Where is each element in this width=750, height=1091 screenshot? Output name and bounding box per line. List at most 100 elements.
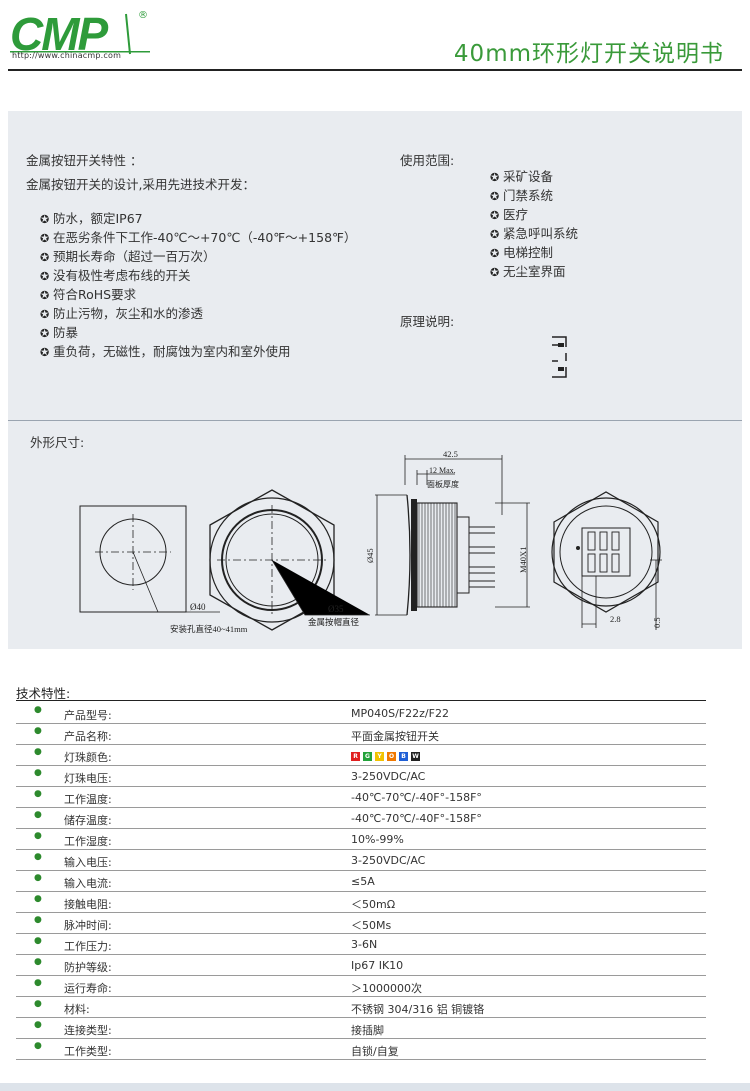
bullet-dot-icon: ●: [34, 768, 42, 778]
spec-value: -40℃-70℃/-40F°-158F°: [351, 791, 482, 804]
bullet-dot-icon: ●: [34, 810, 42, 820]
star-bullet-icon: ✪: [40, 251, 50, 264]
star-bullet-icon: ✪: [40, 308, 50, 321]
spec-value: ＜50mΩ: [351, 898, 396, 911]
bullet-dot-icon: ●: [34, 789, 42, 799]
star-bullet-icon: ✪: [40, 232, 50, 245]
star-bullet-icon: ✪: [490, 247, 500, 260]
list-item: ✪防止污物，灰尘和水的渗透: [40, 304, 356, 323]
spec-label: 产品名称:: [64, 730, 112, 743]
bullet-dot-icon: ●: [34, 705, 42, 715]
dim-w05: 0.5: [652, 617, 662, 628]
dim-panel-thick-label: 面板厚度: [427, 479, 459, 489]
star-bullet-icon: ✪: [490, 190, 500, 203]
spec-value: 3-6N: [351, 938, 378, 951]
list-item: ✪符合RoHS要求: [40, 285, 356, 304]
list-item: ✪预期长寿命（超过一百万次）: [40, 247, 356, 266]
usage-heading: 使用范围:: [400, 153, 455, 168]
spec-label: 工作湿度:: [64, 835, 112, 848]
table-row: ● 产品型号: MP040S/F22z/F22: [16, 703, 706, 724]
spec-label: 工作压力:: [64, 940, 112, 953]
spec-label: 运行寿命:: [64, 982, 112, 995]
spec-value: ≤5A: [351, 875, 375, 888]
star-bullet-icon: ✪: [490, 266, 500, 279]
bullet-dot-icon: ●: [34, 1041, 42, 1051]
front-view-drawing: Ø35 金属按帽直径: [209, 489, 370, 631]
bullet-dot-icon: ●: [34, 873, 42, 883]
table-row: ● 产品名称: 平面金属按钮开关: [16, 724, 706, 745]
spec-value: 平面金属按钮开关: [351, 730, 439, 743]
star-bullet-icon: ✪: [490, 171, 500, 184]
specs-top-rule: [16, 700, 706, 701]
list-item: ✪防水，额定IP67: [40, 209, 356, 228]
header-divider: [8, 69, 742, 71]
star-bullet-icon: ✪: [40, 270, 50, 283]
bullet-dot-icon: ●: [34, 747, 42, 757]
features-heading: 金属按钮开关特性 ：: [26, 153, 143, 168]
table-row: ●材料:不锈钢 304/316 铝 铜镀铬: [16, 997, 706, 1018]
dim-max12: 12 Max.: [429, 466, 456, 475]
color-swatch-w: W: [411, 751, 420, 761]
table-row: ● 运行寿命: ＞1000000次: [16, 976, 706, 997]
star-bullet-icon: ✪: [40, 346, 50, 359]
table-row: ●连接类型:接插脚: [16, 1018, 706, 1039]
spec-label: 灯珠颜色:: [64, 751, 112, 764]
table-row: ● 防护等级: Ip67 IK10: [16, 955, 706, 976]
spec-value: 自锁/自复: [351, 1045, 399, 1058]
list-item: ✪紧急呼叫系统: [490, 224, 578, 243]
spec-label: 灯珠电压:: [64, 772, 112, 785]
table-row: ● 灯珠电压: 3-250VDC/AC: [16, 766, 706, 787]
bullet-dot-icon: ●: [34, 978, 42, 988]
list-item: ✪医疗: [490, 205, 578, 224]
dim-w28: 2.8: [610, 614, 621, 624]
mounting-hole-drawing: Ø40 安装孔直径40~41mm: [79, 505, 248, 634]
bullet-dot-icon: ●: [34, 831, 42, 841]
bullet-dot-icon: ●: [34, 957, 42, 967]
color-swatch-r: R: [351, 751, 360, 761]
table-row: ●工作压力:3-6N: [16, 934, 706, 955]
table-row: ●输入电压:3-250VDC/AC: [16, 850, 706, 871]
spec-value: 3-250VDC/AC: [351, 854, 426, 867]
table-row: ● 工作类型: 自锁/自复: [16, 1039, 706, 1060]
spec-label: 接触电阻:: [64, 898, 112, 911]
logo-registered-mark: ®: [138, 10, 148, 21]
dim-m40: M40X1: [518, 547, 528, 573]
list-item: ✪重负荷，无磁性，耐腐蚀为室内和室外使用: [40, 342, 356, 361]
spec-label: 材料:: [64, 1003, 90, 1016]
spec-label: 防护等级:: [64, 961, 112, 974]
table-row: ●脉冲时间:＜50Ms: [16, 913, 706, 934]
spec-value: 不锈钢 304/316 铝 铜镀铬: [351, 1003, 485, 1016]
spec-value: MP040S/F22z/F22: [351, 707, 449, 720]
bullet-dot-icon: ●: [34, 852, 42, 862]
list-item: ✪防暴: [40, 323, 356, 342]
star-bullet-icon: ✪: [40, 327, 50, 340]
bullet-dot-icon: ●: [34, 726, 42, 736]
table-row: ●储存温度:-40℃-70℃/-40F°-158F°: [16, 808, 706, 829]
bullet-dot-icon: ●: [34, 894, 42, 904]
side-view-drawing: 42.5 12 Max. 面板厚度 Ø45 M40X1: [365, 449, 530, 616]
spec-label: 产品型号:: [64, 709, 112, 722]
table-row: ●工作湿度:10%-99%: [16, 829, 706, 850]
star-bullet-icon: ✪: [490, 228, 500, 241]
spec-label: 工作温度:: [64, 793, 112, 806]
list-item: ✪无尘室界面: [490, 262, 578, 281]
schematic-symbol: [552, 336, 567, 378]
spec-value: ＞1000000次: [351, 982, 422, 995]
spec-label: 工作类型:: [64, 1045, 112, 1058]
features-intro: 金属按钮开关的设计,采用先进技术开发：: [26, 177, 255, 192]
spec-value: 3-250VDC/AC: [351, 770, 426, 783]
bullet-dot-icon: ●: [34, 1020, 42, 1030]
rear-view-drawing: 2.8 0.5: [551, 491, 662, 630]
spec-label: 输入电流:: [64, 877, 112, 890]
page-title: 40mm环形灯开关说明书: [453, 41, 724, 67]
table-row: ● 输入电流: ≤5A: [16, 871, 706, 892]
dim-d45: Ø45: [365, 548, 375, 563]
usage-list: ✪采矿设备 ✪门禁系统 ✪医疗 ✪紧急呼叫系统 ✪电梯控制 ✪无尘室界面: [490, 167, 578, 281]
spec-label: 脉冲时间:: [64, 919, 112, 932]
panel-divider: [8, 420, 742, 421]
color-swatch-b: B: [399, 751, 408, 761]
spec-value: Ip67 IK10: [351, 959, 404, 972]
principle-heading: 原理说明:: [400, 314, 455, 329]
